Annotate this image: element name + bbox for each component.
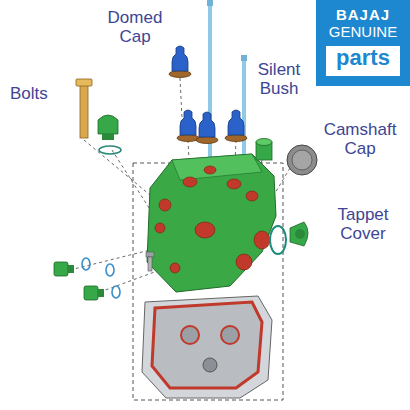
bolt-part <box>76 79 92 138</box>
part-label: Camshaft Cap <box>318 120 402 158</box>
part-label: Bolts <box>10 84 66 103</box>
brand-text: GENUINE <box>316 23 410 40</box>
head-cover <box>147 154 276 292</box>
part-label: Tappet Cover <box>330 205 396 243</box>
brand-tag: parts <box>326 46 400 76</box>
part-label: Silent Bush <box>252 60 306 98</box>
silent-bush <box>256 139 272 161</box>
camshaft-cap <box>287 145 317 175</box>
cylinder-head <box>142 296 272 398</box>
domed-caps <box>169 46 247 144</box>
plug-part <box>98 115 121 154</box>
drain-plugs <box>54 252 154 300</box>
leader-lines <box>70 78 290 292</box>
tappet-cover <box>270 222 308 254</box>
brand-logo: BAJAJGENUINE parts <box>316 0 410 86</box>
brand-text: parts <box>326 46 400 70</box>
brand-text: BAJAJ <box>316 0 410 23</box>
part-label: Domed Cap <box>100 8 170 46</box>
